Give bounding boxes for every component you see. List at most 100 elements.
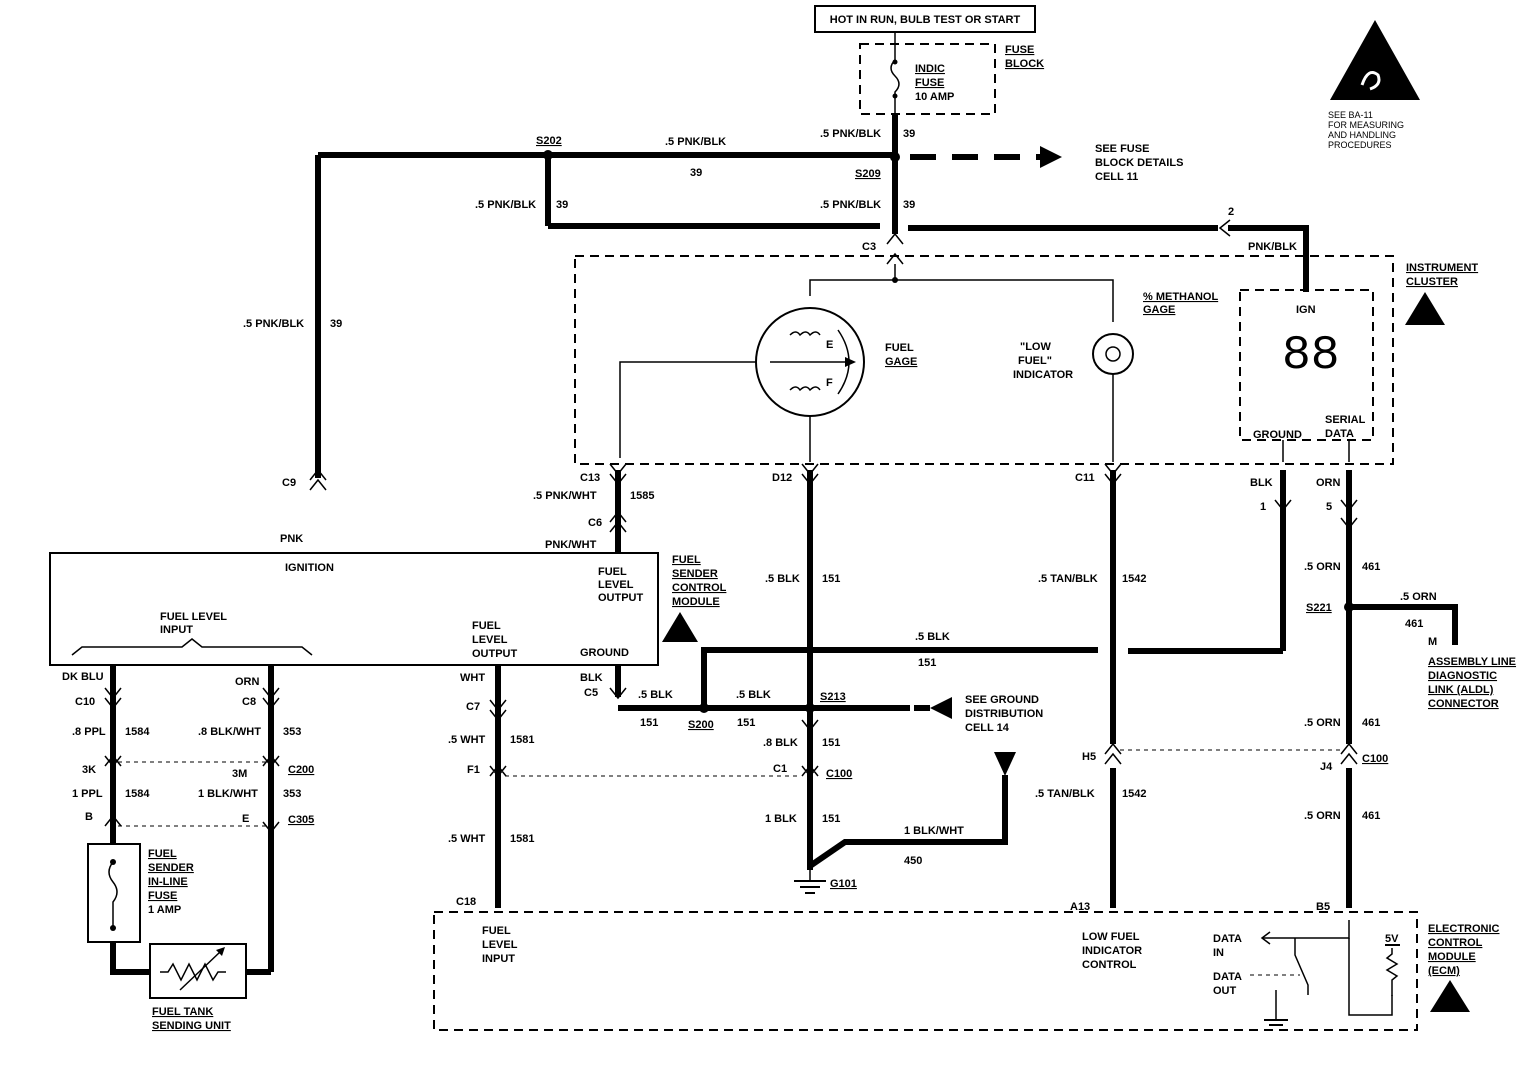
power-source-label: HOT IN RUN, BULB TEST OR START [830,14,1021,26]
esd-note-4: PROCEDURES [1328,140,1392,150]
wire-label-blk-s200a: .5 BLK [638,689,673,701]
ref-fuse-details-3: CELL 11 [1095,171,1138,183]
ecm-data-out-2: OUT [1213,985,1237,997]
sender-fuse-label-5: 1 AMP [148,904,181,916]
power-source-box [814,5,1036,33]
esd-note-2: FOR MEASURING [1328,120,1404,130]
ign-display-box [1239,289,1374,441]
ecm-title-3: MODULE [1428,951,1476,963]
module-flo-2: LEVEL [598,579,634,591]
fuel-tank-sending-unit [149,943,247,999]
connector-b5: B5 [1316,901,1330,913]
wire-label-1542-lower: 1542 [1122,788,1146,800]
wire-label-461-lower: 461 [1362,810,1380,822]
wire-450 [808,775,1008,869]
sender-fuse-label-2: SENDER [148,862,194,874]
tank-label-2: SENDING UNIT [152,1020,231,1032]
wire-label-pnkblk-top: .5 PNK/BLK [665,136,726,148]
connector-e: E [242,813,249,825]
low-fuel-lamp-filament [1105,346,1121,362]
ecm-title-4: (ECM) [1428,965,1460,977]
fuel-gage-left-lead [619,361,756,458]
serial-data-label-1: SERIAL [1325,414,1366,426]
ecm-fli-2: LEVEL [482,939,518,951]
aldl-label-1: ASSEMBLY LINE [1428,656,1516,668]
connector-c11: C11 [1075,472,1095,484]
ecm-title-1: ELECTRONIC [1428,923,1500,935]
wire-label-pnkblk-fuse: .5 PNK/BLK [820,128,881,140]
wire-450-arrowhead [994,752,1016,776]
splice-s213 [805,703,815,713]
wire-label-39-left: 39 [330,318,342,330]
sending-unit-arrow [179,951,221,991]
wire-label-wht-05-b: .5 WHT [448,833,486,845]
wire-label-ppl-1: 1 PPL [72,788,103,800]
wire-label-39-top: 39 [690,167,702,179]
wire-label-blk-s200b: .5 BLK [736,689,771,701]
wire-label-pnkwht-05: .5 PNK/WHT [533,490,597,502]
connector-j4: J4 [1320,761,1333,773]
connector-c5: C5 [584,687,598,699]
wire-label-blk-c5: BLK [580,672,603,684]
digit-display: 88 [1282,329,1340,383]
wire-label-1581-b: 1581 [510,833,534,845]
ecm-fli-1: FUEL [482,925,511,937]
wire-label-wht-05-a: .5 WHT [448,734,486,746]
fuel-gage-coil-lower [789,386,821,392]
wire-151-cluster-ground [701,647,1098,708]
wire-label-orn-05-lower: .5 ORN [1304,810,1341,822]
wire-label-450: 450 [904,855,922,867]
ground-pin-label: GROUND [1253,429,1302,441]
splice-s202-label: S202 [536,135,562,147]
fuse-rating: 10 AMP [915,91,954,103]
fuel-gage-scale [837,329,850,395]
ign-label: IGN [1296,304,1316,316]
fuse-block-outline [859,43,996,115]
esd-note-3: AND HANDLING [1328,130,1396,140]
ecm-5v: 5V [1385,933,1399,945]
connector-c7: C7 [466,701,480,713]
wire-label-orn-aldl: .5 ORN [1400,591,1437,603]
wire-label-1584-b: 1584 [125,788,150,800]
esd-warning-icon [1330,20,1420,100]
wire-fuse-to-tank [110,942,150,975]
wire-label-461-aldl: 461 [1405,618,1423,630]
sender-fuse-label-1: FUEL [148,848,177,860]
module-ground: GROUND [580,647,629,659]
connector-d12: D12 [772,472,792,484]
fuel-sender-control-module [49,552,659,666]
module-ignition: IGNITION [285,562,334,574]
wire-label-151-s200a: 151 [640,717,658,729]
cluster-esd-icon [1405,292,1445,325]
ecm-5v-circuit [1348,938,1393,1016]
ecm-data-out-1: DATA [1213,971,1242,983]
wire-label-1581-a: 1581 [510,734,534,746]
module-fli-1: FUEL LEVEL [160,611,227,623]
sending-unit-arrowhead [216,947,225,956]
wire-label-39-c3: 39 [903,199,915,211]
connector-chevrons-center [489,687,1358,778]
sending-unit-resistor [160,962,226,982]
splice-s209 [890,152,900,162]
connector-3m: 3M [232,768,247,780]
splice-s200 [699,703,709,713]
fuse-terminal-bottom [892,93,898,99]
splice-s221-label: S221 [1306,602,1332,614]
wire-label-461-upper: 461 [1362,561,1380,573]
wire-label-blk-08: .8 BLK [763,737,798,749]
wire-label-1542-upper: 1542 [1122,573,1146,585]
module-title-1: FUEL [672,554,701,566]
connector-chevrons-cluster [309,463,1358,533]
esd-hand-mark [1360,71,1381,91]
connector-c3-chevron [886,232,904,265]
module-title-2: SENDER [672,568,718,580]
wire-label-353-b: 353 [283,788,301,800]
connector-aldl-m: M [1428,636,1437,648]
wire-label-151-cluster: 151 [918,657,936,669]
wire-label-1585: 1585 [630,490,654,502]
connector-c8: C8 [242,696,256,708]
wire-label-pnkblk-cluster: PNK/BLK [1248,241,1297,253]
fuel-gage-label-2: GAGE [885,356,917,368]
connector-c305: C305 [288,814,314,826]
cluster-title-1: INSTRUMENT [1406,262,1478,274]
